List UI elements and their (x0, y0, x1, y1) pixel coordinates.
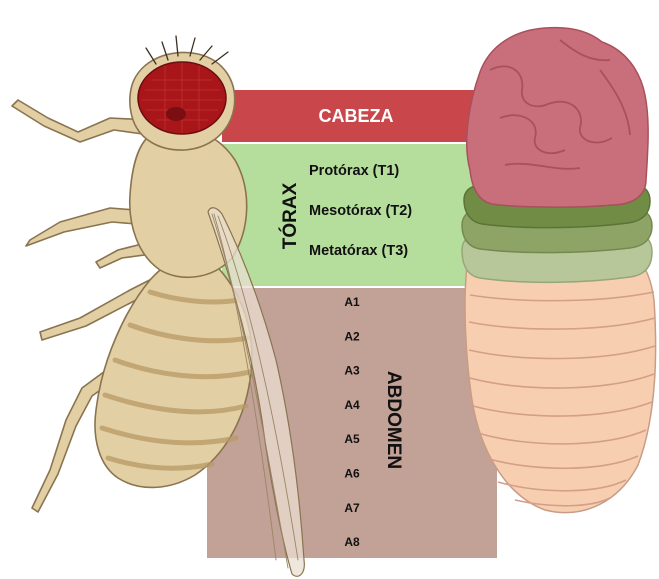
abdomen-segment-a3: A3 (344, 364, 360, 378)
abdomen-segment-a2: A2 (344, 329, 360, 343)
abdomen-segment-a8: A8 (344, 535, 360, 549)
abdomen-segment-a1: A1 (344, 295, 360, 309)
head-label: CABEZA (319, 106, 394, 126)
thorax-segment-2: Mesotórax (T2) (309, 203, 412, 219)
abdomen-segment-a4: A4 (344, 398, 360, 412)
thorax-title: TÓRAX (279, 182, 301, 249)
thorax-segment-labels: Protórax (T1) Mesotórax (T2) Metatórax (T3… (309, 163, 412, 259)
fly-eye-pseudopupil (166, 107, 186, 121)
thorax-segment-1: Protórax (T1) (309, 163, 399, 179)
abdomen-segment-a6: A6 (344, 467, 360, 481)
thorax-segment-3: Metatórax (T3) (309, 243, 408, 259)
embryo-head (467, 28, 648, 208)
abdomen-title: ABDOMEN (383, 371, 404, 469)
embryo-illustration (462, 28, 656, 513)
abdomen-segment-a7: A7 (344, 501, 360, 515)
abdomen-segment-a5: A5 (344, 432, 360, 446)
